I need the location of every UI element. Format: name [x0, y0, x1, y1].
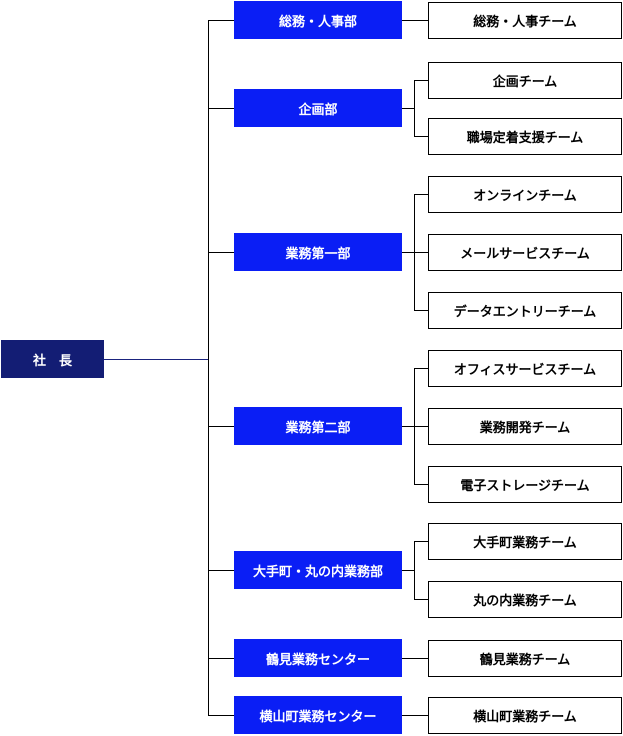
team-box: 業務開発チーム: [428, 407, 622, 445]
team-box: 電子ストレージチーム: [428, 465, 622, 503]
department-label: 業務第二部: [285, 420, 351, 436]
team-label: 職場定着支援チーム: [466, 130, 584, 146]
department-label: 企画部: [298, 102, 338, 118]
trunk-to-department-line: [208, 570, 234, 571]
department-to-team-line: [402, 658, 428, 659]
team-box: 総務・人事チーム: [428, 1, 622, 39]
team-label: オフィスサービスチーム: [453, 362, 597, 378]
branch-to-team-line: [414, 136, 428, 137]
team-box: 大手町業務チーム: [428, 522, 622, 560]
team-label: 業務開発チーム: [479, 420, 571, 436]
team-label: 丸の内業務チーム: [473, 593, 577, 609]
team-box: 職場定着支援チーム: [428, 117, 622, 155]
trunk-to-department-line: [208, 658, 234, 659]
team-box: オンラインチーム: [428, 175, 622, 213]
branch-to-team-line: [414, 426, 428, 427]
team-box: メールサービスチーム: [428, 233, 622, 271]
department-to-branch-line: [402, 570, 414, 571]
department-box: 業務第二部: [234, 407, 402, 445]
team-branch-vertical-line: [414, 80, 415, 137]
branch-to-team-line: [414, 310, 428, 311]
department-box: 大手町・丸の内業務部: [234, 551, 402, 589]
trunk-to-department-line: [208, 108, 234, 109]
trunk-to-department-line: [208, 715, 234, 716]
department-label: 大手町・丸の内業務部: [252, 564, 383, 580]
president-connector: [104, 359, 208, 360]
department-to-team-line: [402, 20, 428, 21]
team-label: 企画チーム: [492, 74, 558, 90]
team-box: 丸の内業務チーム: [428, 580, 622, 618]
trunk-to-department-line: [208, 426, 234, 427]
team-label: メールサービスチーム: [460, 246, 590, 262]
branch-to-team-line: [414, 541, 428, 542]
department-to-branch-line: [402, 252, 414, 253]
team-box: 鶴見業務チーム: [428, 639, 622, 677]
branch-to-team-line: [414, 484, 428, 485]
team-label: 大手町業務チーム: [473, 535, 577, 551]
branch-to-team-line: [414, 599, 428, 600]
department-to-branch-line: [402, 108, 414, 109]
team-label: 電子ストレージチーム: [460, 478, 590, 494]
department-box: 企画部: [234, 89, 402, 127]
president-label: 社 長: [32, 353, 72, 369]
branch-to-team-line: [414, 252, 428, 253]
team-label: 鶴見業務チーム: [479, 652, 571, 668]
department-to-team-line: [402, 715, 428, 716]
trunk-to-department-line: [208, 252, 234, 253]
team-label: 横山町業務チーム: [473, 709, 577, 725]
team-box: データエントリーチーム: [428, 291, 622, 329]
branch-to-team-line: [414, 80, 428, 81]
team-box: オフィスサービスチーム: [428, 349, 622, 387]
team-box: 企画チーム: [428, 61, 622, 99]
department-box: 横山町業務センター: [234, 696, 402, 734]
department-label: 鶴見業務センター: [265, 652, 370, 668]
department-to-branch-line: [402, 426, 414, 427]
department-label: 業務第一部: [285, 246, 351, 262]
team-box: 横山町業務チーム: [428, 696, 622, 734]
team-label: 総務・人事チーム: [473, 14, 577, 30]
president-box: 社 長: [1, 340, 104, 378]
branch-to-team-line: [414, 368, 428, 369]
branch-to-team-line: [414, 194, 428, 195]
team-label: データエントリーチーム: [453, 304, 597, 320]
department-label: 横山町業務センター: [259, 709, 377, 725]
trunk-to-department-line: [208, 20, 234, 21]
trunk-vertical-line: [208, 20, 209, 716]
department-box: 業務第一部: [234, 233, 402, 271]
team-label: オンラインチーム: [473, 188, 577, 204]
department-label: 総務・人事部: [278, 14, 357, 30]
department-box: 総務・人事部: [234, 1, 402, 39]
department-box: 鶴見業務センター: [234, 639, 402, 677]
team-branch-vertical-line: [414, 541, 415, 600]
